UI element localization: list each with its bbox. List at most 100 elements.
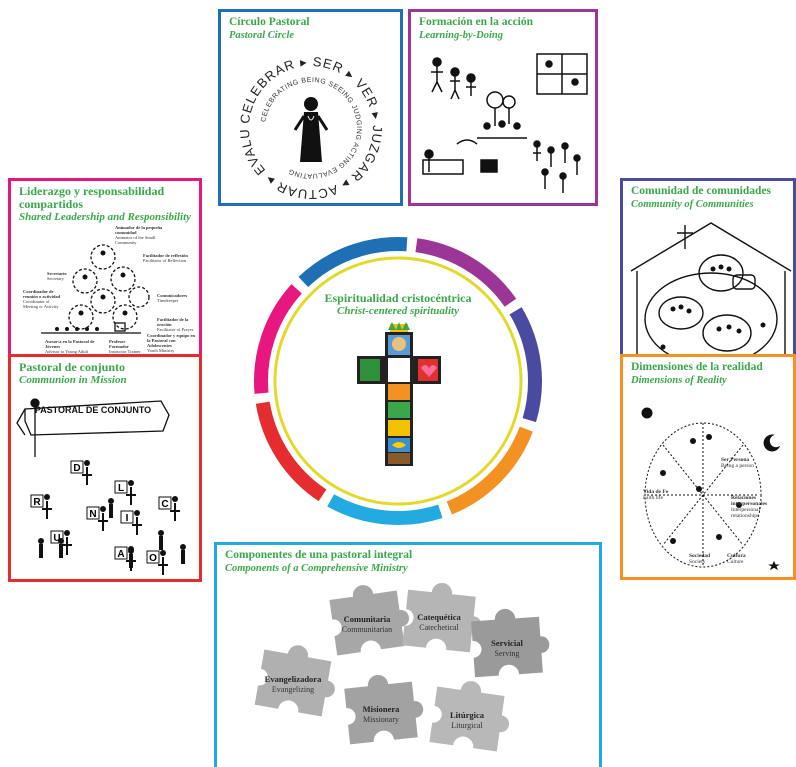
liderazgo-title: Liderazgo y responsabilidad compartidos <box>19 184 165 211</box>
dimensiones-title: Dimensiones de la realidad <box>631 361 763 373</box>
acting-label: ACTING <box>336 141 359 169</box>
puzzle-piece-en-label: Liturgical <box>451 721 483 730</box>
sociedad-label: Sociedad <box>689 553 711 559</box>
actuar-label: ACTUAR <box>274 179 341 202</box>
ring-segment <box>327 494 443 525</box>
comunicadores-en-label: Timekeeper <box>157 298 179 303</box>
center-title: Espiritualidad cristocéntrica Christ-cen… <box>318 292 478 318</box>
panel-liderazgo: Liderazgo y responsabilidad compartidos … <box>8 178 202 362</box>
conjunto-subtitle: Communion in Mission <box>19 374 127 386</box>
letter-sign-text: R <box>33 497 41 508</box>
building-icon <box>536 53 588 95</box>
puzzle-piece-es-label: Litúrgica <box>450 710 485 720</box>
ring-segment <box>509 307 542 423</box>
letter-sign: N <box>86 506 108 531</box>
panel-dimensiones: Dimensiones de la realidad Dimensions of… <box>620 354 796 580</box>
letter-sign-text: N <box>89 509 96 520</box>
letter-sign: I <box>120 510 142 535</box>
cultura-label: Cultura <box>727 553 746 559</box>
vida-fe-en-label: Faith life <box>643 495 664 501</box>
svg-text:PASTORAL DE CONJUNTO: PASTORAL DE CONJUNTO <box>35 405 151 415</box>
team-figures-icon <box>55 327 99 331</box>
puzzle-piece-en-label: Evangelizing <box>272 685 314 694</box>
learning-scenes-illustration <box>422 53 588 193</box>
tree-icon <box>486 91 516 126</box>
componentes-subtitle: Components of a Comprehensive Ministry <box>225 563 408 574</box>
profesor-en-label: Instructor Trainer <box>109 349 141 354</box>
inner-yellow-circle <box>273 256 523 506</box>
ver-label: VER <box>352 76 381 110</box>
formacion-title: Formación en la acción <box>419 16 534 28</box>
ring-segment <box>415 238 517 307</box>
comunicadores-label: Comunicadores <box>157 293 188 298</box>
letter-sign: D <box>70 460 92 485</box>
sociedad-en-label: Society <box>689 559 706 565</box>
church-illustration <box>630 222 792 371</box>
puzzle-piece-es-label: Comunitaria <box>344 614 392 624</box>
panel-circulo-pastoral: Círculo Pastoral Pastoral Circle CELEBRA… <box>218 9 403 206</box>
banner-text: PASTORAL DE CONJUNTO <box>35 405 151 415</box>
jesus-figure-icon <box>293 97 329 162</box>
sun-icon <box>641 407 653 419</box>
animador-label: Animador de la pequeña comunidad <box>115 225 163 235</box>
gears-diagram <box>41 244 150 334</box>
letter-sign-text: A <box>117 549 124 560</box>
asesor-label: Asesor/a en la Pastoral de Jóvenes <box>45 339 95 349</box>
small-figures-icon <box>78 250 128 316</box>
ser-persona-label: Ser Persona <box>721 457 750 463</box>
people-group-icon <box>431 57 476 100</box>
center-subtitle-text: Christ-centered spirituality <box>337 305 459 317</box>
letter-sign-text: C <box>161 499 168 510</box>
relaciones-en-label: Interpersonal relationships <box>731 507 761 519</box>
componentes-title: Componentes de una pastoral integral <box>225 549 413 561</box>
dimensions-illustration <box>641 407 781 571</box>
moon-icon <box>763 434 781 452</box>
puzzle-diagram: ComunitariaCommunitarianCatequéticaCatec… <box>254 582 550 752</box>
relaciones-label: Relaciones interpersonales <box>731 495 768 507</box>
puzzle-piece-en-label: Catechetical <box>419 623 459 632</box>
center-title-text: Espiritualidad cristocéntrica <box>324 291 472 305</box>
vida-fe-label: Vida de Fe <box>643 489 669 495</box>
secretario-en-label: Secretary <box>47 276 64 281</box>
coordinador-en-label: Coordinator of Meeting or Activity <box>23 299 59 309</box>
cross-icon <box>357 322 441 466</box>
evaluar-label: EVALUAR <box>221 46 268 178</box>
coordinador-label: Coordinador de reunión o actividad <box>23 289 61 299</box>
evaluating-label: EVALUATING <box>287 165 338 179</box>
comunidad-subtitle: Community of Communities <box>631 199 754 210</box>
ser-label: SER <box>312 54 346 76</box>
facilitador-oracion-label: Facilitador de la oración <box>157 317 189 327</box>
ring-segments <box>254 237 542 525</box>
panel-componentes: Componentes de una pastoral integral Com… <box>214 542 602 767</box>
letter-sign-text: D <box>73 463 80 474</box>
letter-sign: L <box>114 480 136 505</box>
ring-segment <box>255 401 327 502</box>
judging-label: JUDGING <box>350 104 362 141</box>
ring-segment <box>254 284 302 394</box>
liderazgo-subtitle: Shared Leadership and Responsibility <box>19 211 192 223</box>
puzzle-piece-en-label: Missionary <box>363 715 399 724</box>
ring-segment <box>298 237 408 288</box>
crowd-figures-icon <box>38 498 186 568</box>
circulo-subtitle: Pastoral Circle <box>229 30 295 41</box>
star-icon <box>768 560 780 571</box>
puzzle-piece-es-label: Evangelizadora <box>265 674 322 684</box>
comunidad-title: Comunidad de comunidades <box>631 185 771 197</box>
letter-sign-text: L <box>118 483 124 494</box>
crowd-icon <box>533 140 581 193</box>
puzzle-piece-es-label: Servicial <box>491 638 523 648</box>
profesor-label: Profesor Formador <box>109 339 129 349</box>
dimensiones-subtitle: Dimensions of Reality <box>631 375 727 386</box>
students-table-icon <box>477 120 527 139</box>
cultura-en-label: Culture <box>727 559 744 565</box>
letter-sign: O <box>146 550 168 575</box>
puzzle-piece-es-label: Catequética <box>417 612 461 622</box>
